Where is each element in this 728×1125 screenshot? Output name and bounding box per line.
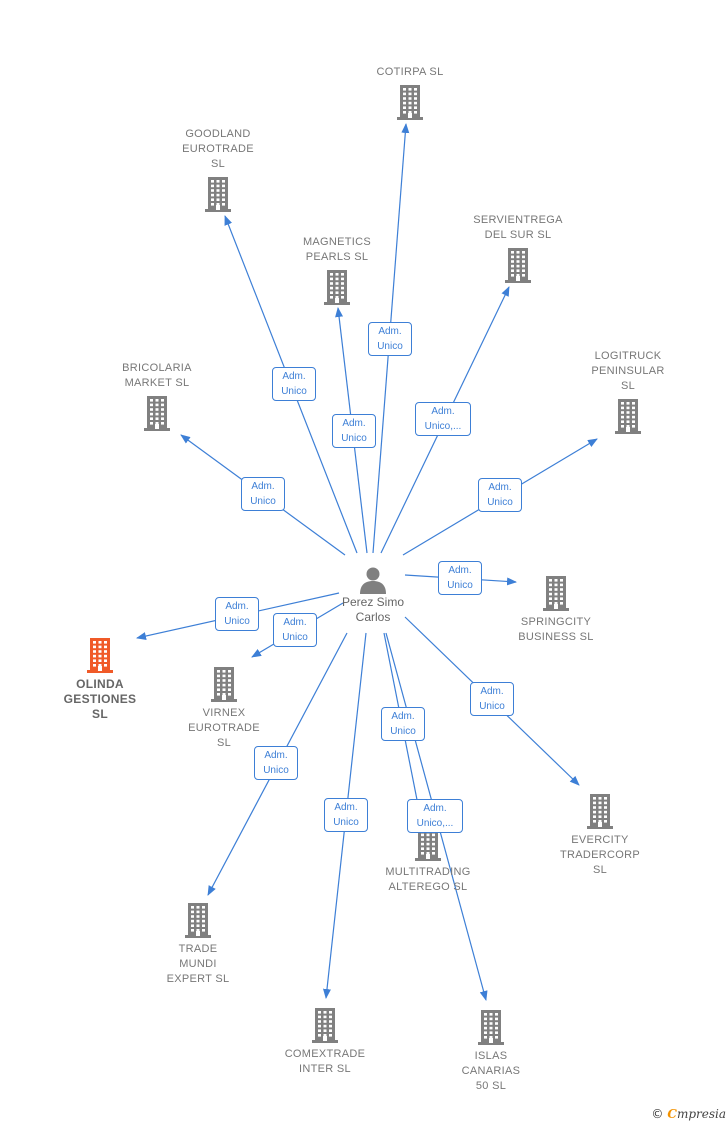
company-node-bricolaria[interactable]: BRICOLARIA MARKET SL [102,361,212,431]
role-label-logitruck[interactable]: Adm. Unico [478,478,522,512]
brand-watermark: ©Cmpresia [651,1107,726,1121]
company-node-trademundi[interactable]: TRADE MUNDI EXPERT SL [143,902,253,987]
building-icon [615,399,641,434]
company-name: VIRNEX EUROTRADE SL [188,707,260,749]
role-label-trademundi[interactable]: Adm. Unico [254,746,298,780]
role-label-multitrading[interactable]: Adm. Unico [381,707,425,741]
building-icon [185,903,211,938]
role-label-servientrega[interactable]: Adm. Unico,... [415,402,471,436]
person-icon [360,567,386,594]
company-name: COMEXTRADE INTER SL [284,1048,366,1075]
company-node-magnetics[interactable]: MAGNETICS PEARLS SL [282,235,392,305]
person-node[interactable]: Perez Simo Carlos [328,565,418,625]
role-label-islas[interactable]: Adm. Unico,... [407,799,463,833]
company-name: TRADE MUNDI EXPERT SL [166,943,230,985]
company-node-olinda[interactable]: OLINDA GESTIONES SL [45,637,155,722]
company-node-servientrega[interactable]: SERVIENTREGA DEL SUR SL [463,213,573,283]
company-node-springcity[interactable]: SPRINGCITY BUSINESS SL [501,575,611,645]
building-icon [205,177,231,212]
company-name: COTIRPA SL [376,66,444,78]
company-name: LOGITRUCK PENINSULAR SL [591,350,665,392]
company-node-islas[interactable]: ISLAS CANARIAS 50 SL [436,1009,546,1094]
role-label-springcity[interactable]: Adm. Unico [438,561,482,595]
person-name: Perez Simo Carlos [341,595,405,624]
company-name: SPRINGCITY BUSINESS SL [518,616,594,643]
company-node-cotirpa[interactable]: COTIRPA SL [355,65,465,120]
company-node-goodland[interactable]: GOODLAND EUROTRADE SL [163,127,273,212]
brand-name: mpresia [676,1107,726,1121]
building-icon [543,576,569,611]
company-node-logitruck[interactable]: LOGITRUCK PENINSULAR SL [573,349,683,434]
company-name: BRICOLARIA MARKET SL [122,362,192,389]
building-icon [478,1010,504,1045]
company-name: ISLAS CANARIAS 50 SL [461,1050,521,1092]
building-icon [397,85,423,120]
brand-initial: C [667,1107,677,1121]
company-name: MULTITRADING ALTEREGO SL [385,866,471,893]
company-node-virnex[interactable]: VIRNEX EUROTRADE SL [169,666,279,751]
company-node-multitrading[interactable]: MULTITRADING ALTEREGO SL [373,825,483,895]
company-node-comextrade[interactable]: COMEXTRADE INTER SL [270,1007,380,1077]
company-name: OLINDA GESTIONES SL [63,677,137,721]
role-label-magnetics[interactable]: Adm. Unico [332,414,376,448]
building-icon [415,826,441,861]
building-icon [211,667,237,702]
copyright-symbol: © [651,1107,664,1121]
role-label-virnex[interactable]: Adm. Unico [273,613,317,647]
company-name: GOODLAND EUROTRADE SL [182,128,254,170]
building-icon [87,638,113,673]
role-label-goodland[interactable]: Adm. Unico [272,367,316,401]
building-icon [324,270,350,305]
role-label-cotirpa[interactable]: Adm. Unico [368,322,412,356]
role-label-olinda[interactable]: Adm. Unico [215,597,259,631]
role-label-evercity[interactable]: Adm. Unico [470,682,514,716]
building-icon [312,1008,338,1043]
building-icon [505,248,531,283]
company-name: MAGNETICS PEARLS SL [302,236,372,263]
role-label-comextrade[interactable]: Adm. Unico [324,798,368,832]
company-name: EVERCITY TRADERCORP SL [559,834,640,876]
company-name: SERVIENTREGA DEL SUR SL [473,214,563,241]
company-node-evercity[interactable]: EVERCITY TRADERCORP SL [545,793,655,878]
building-icon [587,794,613,829]
building-icon [144,396,170,431]
role-label-bricolaria[interactable]: Adm. Unico [241,477,285,511]
